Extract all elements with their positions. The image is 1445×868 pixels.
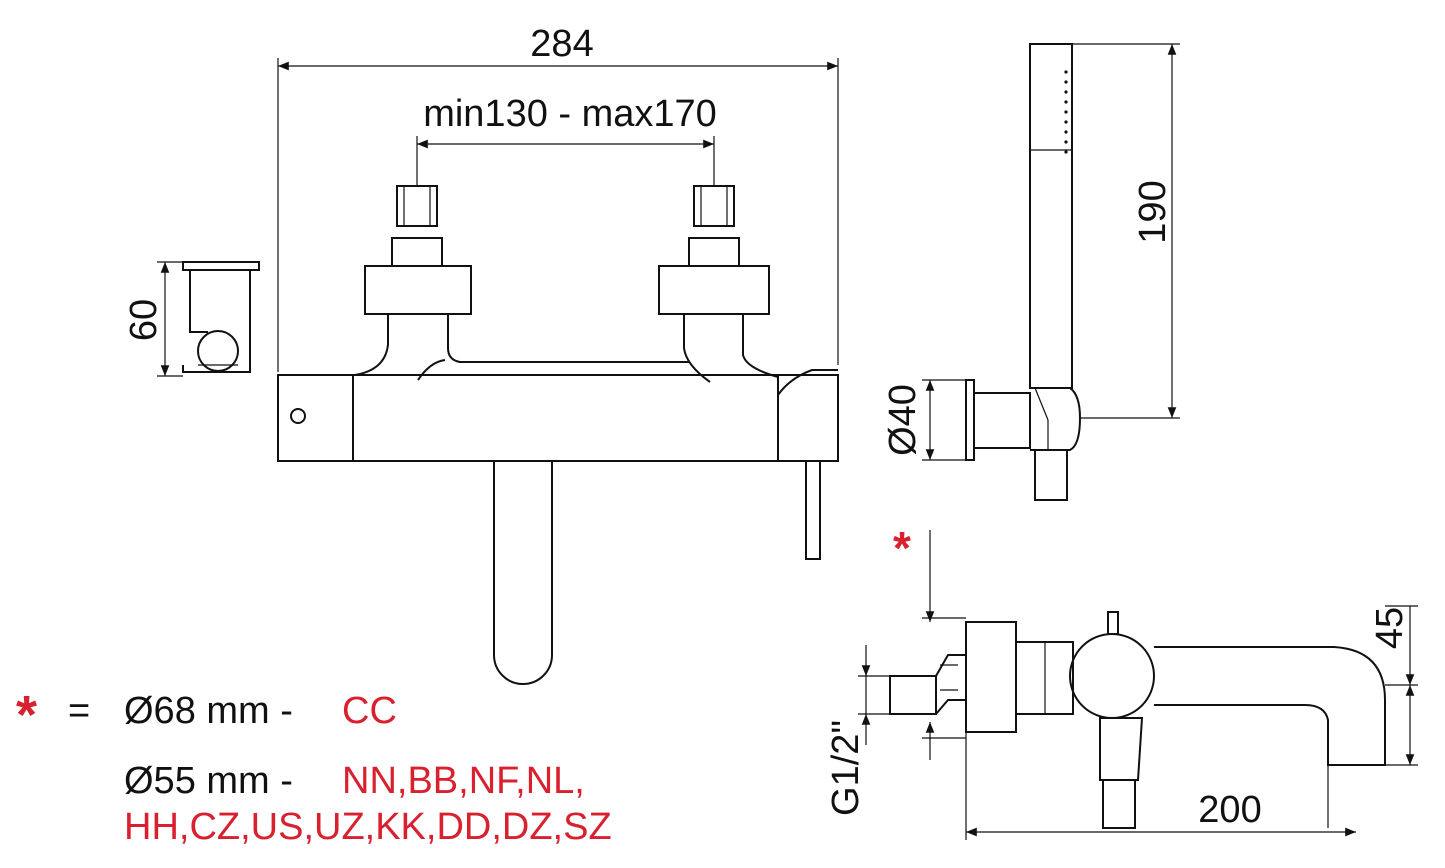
legend-line2-size: Ø55 mm - — [124, 760, 293, 802]
overall-width-label: 284 — [530, 23, 593, 65]
hand-shower-length-label: 190 — [1132, 180, 1174, 243]
inlet-distance-dimension: min130 - max170 — [416, 93, 717, 186]
legend-line1-size: Ø68 mm - — [124, 690, 293, 732]
thread-size-label: G1/2" — [825, 720, 867, 816]
legend-line2-codes: NN,BB,NF,NL, — [342, 760, 585, 802]
mixer-front-view — [277, 185, 839, 685]
inlet-distance-label: min130 - max170 — [423, 93, 717, 135]
legend-equals: = — [68, 690, 91, 732]
legend-line1-codes: CC — [342, 690, 397, 732]
legend-line3-codes: HH,CZ,US,UZ,KK,DD,DZ,SZ — [124, 806, 612, 848]
flange-diameter-label: Ø40 — [882, 384, 924, 456]
mixer-side-view: * 45 200 — [825, 522, 1418, 840]
spray-holes — [1064, 70, 1068, 154]
legend-asterisk: * — [16, 685, 38, 745]
overall-width-dimension: 284 — [277, 23, 839, 372]
hand-shower-view: 190 Ø40 — [882, 43, 1180, 501]
spout-height-label: 45 — [1369, 607, 1411, 649]
bracket-side-view: 60 — [123, 261, 260, 377]
spout-projection-label: 200 — [1198, 789, 1261, 831]
note-asterisk: * — [893, 522, 911, 574]
bracket-height-label: 60 — [123, 299, 165, 341]
